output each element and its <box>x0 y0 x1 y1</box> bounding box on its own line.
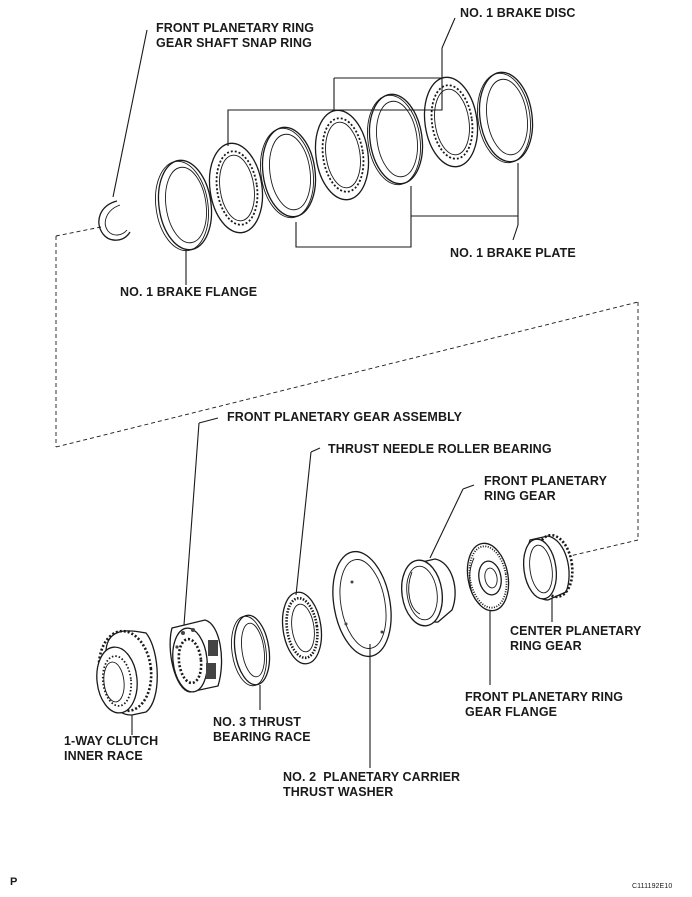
gear-assembly-part <box>169 619 223 693</box>
carrier-washer-label: NO. 2 PLANETARY CARRIER THRUST WASHER <box>283 770 461 799</box>
snap-ring-part <box>98 200 131 241</box>
brake-disc-part <box>423 76 479 168</box>
figure-code: C111192E10 <box>632 883 673 890</box>
snap-ring-leader <box>112 29 148 198</box>
center-ring-gear-label: CENTER PLANETARY RING GEAR <box>510 624 642 653</box>
needle-bearing-leader-tick <box>310 447 321 453</box>
front-ring-gear-leader <box>429 488 464 559</box>
gear-assembly-label: FRONT PLANETARY GEAR ASSEMBLY <box>227 410 463 424</box>
needle-bearing-label: THRUST NEEDLE ROLLER BEARING <box>328 442 552 456</box>
brake-plate-label: NO. 1 BRAKE PLATE <box>450 246 576 260</box>
brake-flange-label: NO. 1 BRAKE FLANGE <box>120 285 258 299</box>
carrier-thrust-washer-part <box>332 550 392 658</box>
needle-roller-bearing-part <box>281 591 323 665</box>
brake-disc-part <box>208 142 264 234</box>
alignment-dashed-lines <box>55 226 639 557</box>
center-ring-gear-part <box>522 533 574 601</box>
thrust-race-label: NO. 3 THRUST BEARING RACE <box>213 715 311 744</box>
brake-disc-part <box>314 109 370 201</box>
ring-gear-flange-label: FRONT PLANETARY RING GEAR FLANGE <box>465 690 624 719</box>
clutch-inner-race-part <box>96 629 158 716</box>
gear-assembly-leader-tick <box>198 417 219 424</box>
front-ring-gear-leader-tick <box>462 484 475 490</box>
gear-assembly-leader <box>183 422 200 626</box>
brake-plate-bracket <box>295 163 519 248</box>
ring-gear-label: FRONT PLANETARY RING GEAR <box>484 474 608 503</box>
brake-plate-part <box>260 126 317 219</box>
brake-flange-part <box>155 159 213 252</box>
snap-ring-label: FRONT PLANETARY RING GEAR SHAFT SNAP RIN… <box>156 21 315 50</box>
brake-disc-bracket <box>227 17 456 146</box>
brake-disc-label: NO. 1 BRAKE DISC <box>460 6 576 20</box>
corner-mark-left: P <box>10 876 18 888</box>
brake-plate-part <box>367 93 424 186</box>
thrust-bearing-race-part <box>231 614 271 687</box>
ring-gear-flange-part <box>466 542 510 612</box>
needle-bearing-leader <box>295 451 312 596</box>
brake-plate-part <box>477 71 534 164</box>
clutch-race-label: 1-WAY CLUTCH INNER RACE <box>64 734 159 763</box>
front-ring-gear-part <box>401 558 456 627</box>
